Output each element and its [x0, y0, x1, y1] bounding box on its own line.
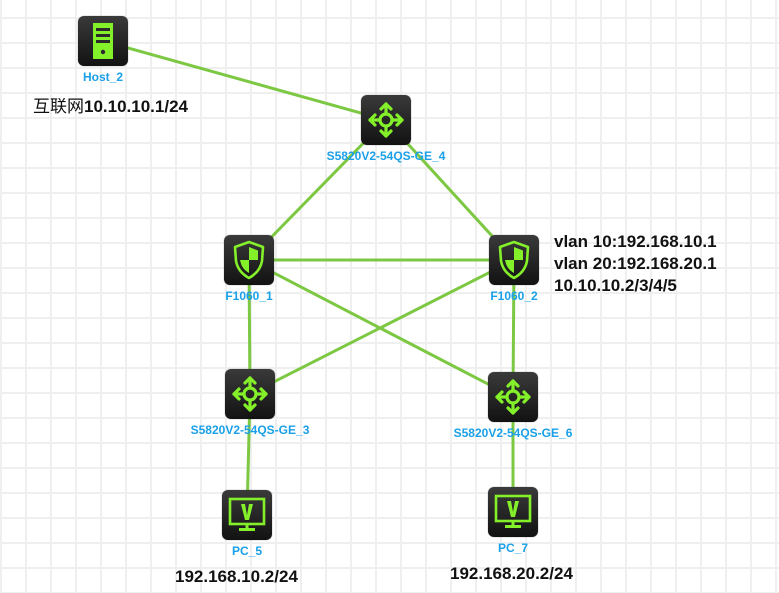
node-firewall-2[interactable]: F1060_2 [489, 235, 539, 303]
firewall-shield-icon [224, 235, 274, 285]
node-label: PC_5 [231, 544, 263, 558]
node-pc-7[interactable]: PC_7 [488, 487, 538, 555]
node-pc-5[interactable]: PC_5 [222, 490, 272, 558]
firewall-2-config-annotation: vlan 10:192.168.10.1 vlan 20:192.168.20.… [554, 231, 717, 297]
node-label: S5820V2-54QS-GE_6 [453, 426, 573, 440]
link-fw_2-sw_3[interactable] [249, 258, 515, 396]
switch-icon [361, 95, 411, 145]
pc-monitor-icon [488, 487, 538, 537]
node-label: F1060_1 [225, 289, 273, 303]
switch-icon [225, 369, 275, 419]
link-host_2-sw_4[interactable] [102, 39, 387, 122]
server-icon [78, 16, 128, 66]
internet-ip: 10.10.10.1/24 [84, 97, 188, 116]
pc-monitor-icon [222, 490, 272, 540]
node-firewall-1[interactable]: F1060_1 [224, 235, 274, 303]
node-label: S5820V2-54QS-GE_4 [326, 149, 446, 163]
pc5-ip-annotation: 192.168.10.2/24 [175, 567, 298, 586]
node-label: PC_7 [497, 541, 529, 555]
node-switch-3[interactable]: S5820V2-54QS-GE_3 [191, 369, 309, 437]
node-label: Host_2 [82, 70, 123, 84]
node-host-2[interactable]: Host_2 [78, 16, 128, 84]
node-label: S5820V2-54QS-GE_3 [190, 423, 310, 437]
uplink-addresses: 10.10.10.2/3/4/5 [554, 276, 677, 295]
node-switch-6[interactable]: S5820V2-54QS-GE_6 [454, 372, 572, 440]
node-switch-4[interactable]: S5820V2-54QS-GE_4 [327, 95, 445, 163]
internet-label: 互联网 [33, 97, 84, 117]
internet-ip-annotation: 互联网10.10.10.1/24 [33, 96, 188, 118]
vlan10-address: vlan 10:192.168.10.1 [554, 232, 717, 251]
switch-icon [488, 372, 538, 422]
node-label: F1060_2 [490, 289, 538, 303]
pc7-ip-annotation: 192.168.20.2/24 [450, 564, 573, 583]
vlan20-address: vlan 20:192.168.20.1 [554, 254, 717, 273]
firewall-shield-icon [489, 235, 539, 285]
